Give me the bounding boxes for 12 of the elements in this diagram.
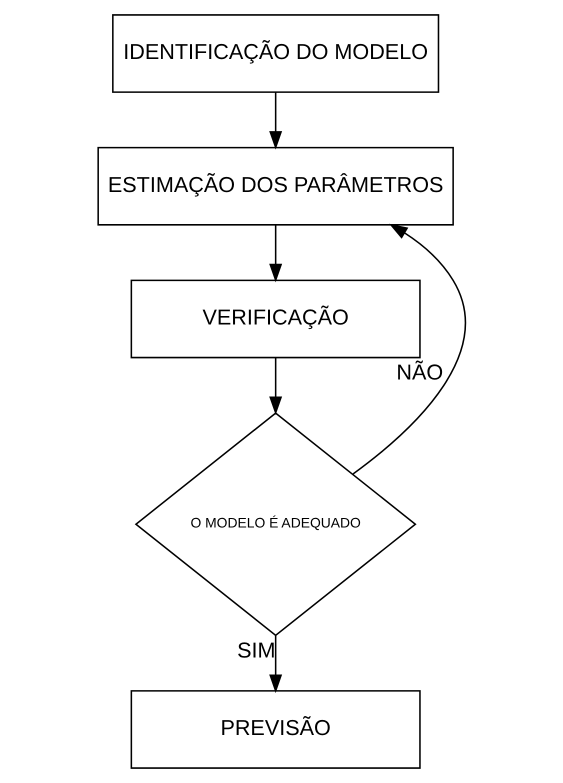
arrow	[268, 636, 282, 694]
arrow	[268, 358, 282, 416]
edge-label: NÃO	[396, 360, 443, 385]
arrow	[352, 224, 466, 474]
node-box: PREVISÃO	[130, 690, 420, 769]
arrow	[268, 225, 282, 282]
edge-label: SIM	[236, 637, 276, 662]
node-box: IDENTIFICAÇÃO DO MODELO	[112, 14, 439, 93]
arrow	[268, 92, 282, 150]
node-diamond: O MODELO É ADEQUADO	[134, 412, 416, 636]
node-box: ESTIMAÇÃO DOS PARÂMETROS	[96, 146, 454, 226]
node-box: VERIFICAÇÃO	[130, 280, 420, 358]
